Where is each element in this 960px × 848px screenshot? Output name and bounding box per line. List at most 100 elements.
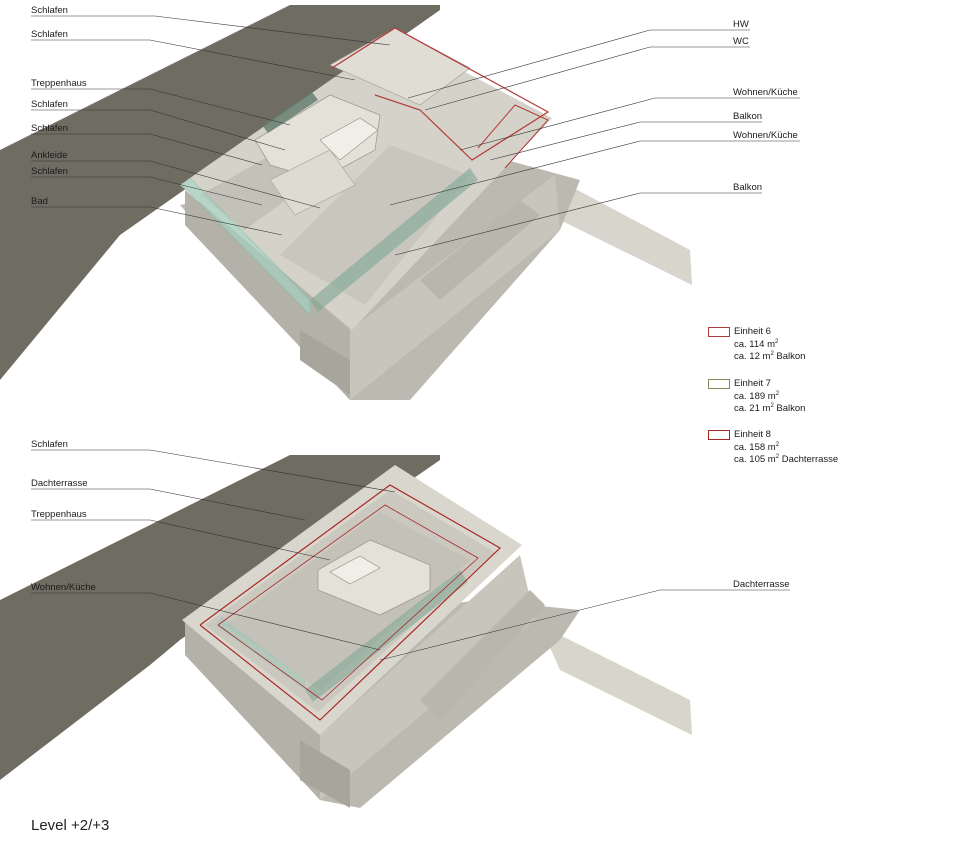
bottom-unit8-outline: [199, 484, 501, 721]
room-label: Dachterrasse: [733, 579, 790, 590]
room-label: Wohnen/Küche: [733, 87, 798, 98]
leader-line: [31, 160, 321, 209]
extra-value: ca. 21 m: [734, 403, 771, 414]
room-label: Schlafen: [31, 5, 68, 16]
bottom-core: [317, 539, 431, 616]
legend-unit6: Einheit 6 ca. 114 m2 ca. 12 m2 Balkon: [708, 326, 848, 366]
bottom-unit8-inner: [217, 504, 479, 701]
top-stair-block: [319, 117, 379, 161]
top-glass-front: [310, 168, 478, 312]
extra-suffix: Dachterrasse: [779, 454, 839, 465]
legend-unit-extra: ca. 105 m2 Dachterrasse: [734, 454, 838, 467]
leader-line: [31, 206, 283, 236]
leader-line: [407, 29, 750, 99]
top-balcony-outline: [477, 104, 549, 169]
room-label: Wohnen/Küche: [733, 130, 798, 141]
bottom-building-right-face: [320, 555, 535, 800]
room-label: Treppenhaus: [31, 509, 87, 520]
top-living-floor: [280, 145, 470, 305]
legend-unit8: Einheit 8 ca. 158 m2 ca. 105 m2 Dachterr…: [708, 429, 868, 469]
level-title: Level +2/+3: [31, 817, 110, 834]
extra-value: ca. 105 m: [734, 454, 776, 465]
top-lower-balcony: [420, 200, 540, 300]
leader-line: [31, 519, 331, 561]
room-label: Schlafen: [31, 99, 68, 110]
leader-line: [31, 15, 391, 46]
bottom-lower-balcony: [420, 590, 545, 720]
extra-unit: 2: [775, 454, 780, 460]
extra-suffix: Balkon: [773, 351, 806, 362]
room-label: WC: [733, 36, 749, 47]
legend-unit-area: ca. 189 m2: [734, 391, 805, 404]
top-unit6-outline: [331, 27, 550, 161]
leader-line: [489, 121, 762, 161]
extra-value: ca. 12 m: [734, 351, 771, 362]
legend-unit-extra: ca. 21 m2 Balkon: [734, 403, 805, 416]
bottom-left-leaders: [31, 449, 396, 651]
room-label: Schlafen: [31, 439, 68, 450]
bottom-lower-floor: [300, 740, 350, 808]
legend-unit-area: ca. 158 m2: [734, 442, 838, 455]
bottom-stair: [329, 555, 381, 585]
bottom-axonometric-model: [0, 455, 692, 808]
leader-line: [31, 39, 356, 81]
area-unit: 2: [775, 441, 780, 448]
leader-line: [424, 46, 750, 111]
leader-line: [31, 176, 263, 206]
legend-swatch-unit8: [708, 430, 730, 440]
leader-line: [31, 88, 291, 126]
bottom-building-left-face: [185, 620, 320, 800]
room-label: Dachterrasse: [31, 478, 88, 489]
room-label: Schlafen: [31, 29, 68, 40]
bottom-ground-band-right: [540, 625, 692, 735]
room-label: Treppenhaus: [31, 78, 87, 89]
leader-line: [31, 488, 306, 521]
area-value: ca. 114 m: [734, 338, 776, 350]
legend-unit-name: Einheit 7: [734, 378, 771, 389]
top-lower-floor: [300, 330, 350, 395]
extra-suffix: Balkon: [773, 403, 806, 414]
legend-text-unit8: Einheit 8 ca. 158 m2 ca. 105 m2 Dachterr…: [734, 429, 838, 467]
room-label: HW: [733, 19, 749, 30]
legend-text-unit7: Einheit 7 ca. 189 m2 ca. 21 m2 Balkon: [734, 378, 805, 416]
bottom-right-leaders: [379, 589, 790, 661]
top-ground-band-right: [540, 170, 692, 285]
top-left-leaders: [31, 15, 391, 236]
leader-line: [459, 97, 800, 151]
bottom-glass-front: [305, 570, 468, 702]
top-core-walls: [254, 94, 381, 181]
leader-line: [389, 140, 800, 206]
top-glass-stair: [262, 92, 318, 133]
legend-unit-extra: ca. 12 m2 Balkon: [734, 351, 805, 364]
room-label: Ankleide: [31, 150, 68, 161]
legend-swatch-unit6: [708, 327, 730, 337]
room-label: Balkon: [733, 182, 763, 193]
room-label: Wohnen/Küche: [31, 582, 96, 593]
legend-unit-name: Einheit 8: [734, 429, 771, 440]
area-value: ca. 189 m: [734, 390, 776, 402]
top-ground-band: [0, 5, 440, 380]
room-label: Schlafen: [31, 166, 68, 177]
leader-line: [31, 133, 263, 166]
extra-unit: 2: [770, 403, 774, 409]
area-unit: 2: [775, 338, 779, 345]
leader-line: [31, 449, 396, 493]
legend-swatch-unit7: [708, 379, 730, 389]
room-label: Balkon: [733, 111, 763, 122]
legend-text-unit6: Einheit 6 ca. 114 m2 ca. 12 m2 Balkon: [734, 326, 805, 364]
leader-line: [31, 592, 381, 651]
legend-unit-area: ca. 114 m2: [734, 339, 805, 352]
area-unit: 2: [775, 390, 780, 397]
leader-line: [394, 192, 762, 256]
legend-unit7: Einheit 7 ca. 189 m2 ca. 21 m2 Balkon: [708, 378, 848, 418]
top-right-leaders: [389, 29, 800, 256]
leader-line: [379, 589, 790, 661]
top-inner-walls: [269, 149, 356, 216]
leader-line: [31, 109, 286, 151]
extra-unit: 2: [770, 351, 774, 357]
room-label: Schlafen: [31, 123, 68, 134]
top-axonometric-model: [0, 5, 692, 400]
legend-unit-name: Einheit 6: [734, 326, 771, 337]
area-value: ca. 158 m: [734, 441, 776, 453]
